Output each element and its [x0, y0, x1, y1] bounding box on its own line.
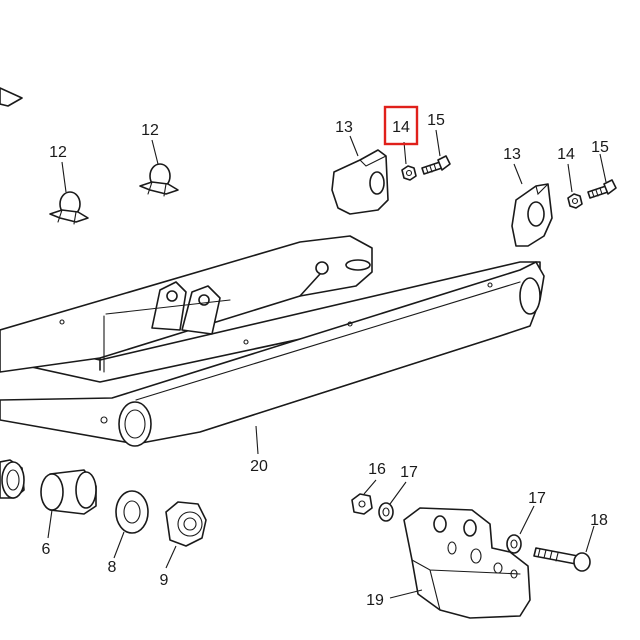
callout-19: 19 [366, 592, 384, 609]
callout-12-left: 12 [49, 144, 67, 161]
highlight-box-14 [383, 105, 419, 146]
callout-13-right: 13 [503, 146, 521, 163]
callout-15-left: 15 [427, 112, 445, 129]
swingarm-20[interactable] [0, 235, 545, 447]
callout-9: 9 [160, 572, 169, 589]
callout-17-left: 17 [400, 464, 418, 481]
chain-guide-19[interactable] [403, 507, 531, 619]
chain-adjuster-13-left[interactable] [331, 149, 389, 215]
washer-8[interactable] [115, 490, 149, 534]
clip-12-right[interactable] [139, 163, 179, 197]
chain-adjuster-13-right[interactable] [511, 183, 553, 247]
callout-17-right: 17 [528, 490, 546, 507]
callout-8: 8 [108, 559, 117, 576]
callout-6: 6 [42, 541, 51, 558]
callout-14-right: 14 [557, 146, 575, 163]
partial-part-top-left [0, 87, 23, 107]
callout-15-right: 15 [591, 139, 609, 156]
spacer-6[interactable] [40, 469, 97, 515]
callout-labels: 12 12 13 14 15 13 14 15 20 16 17 17 18 1… [42, 112, 609, 609]
nut-14-left[interactable] [401, 165, 417, 181]
bolt-15-left[interactable] [421, 155, 451, 175]
washer-17-right[interactable] [506, 534, 522, 554]
bushing-partial-left[interactable] [0, 459, 25, 499]
leader-lines [47, 129, 607, 599]
callout-12-right: 12 [141, 122, 159, 139]
nut-9[interactable] [165, 501, 207, 547]
nut-14-right[interactable] [567, 193, 583, 209]
callout-20: 20 [250, 458, 268, 475]
callout-14-left: 14 [392, 119, 410, 136]
callout-16: 16 [368, 461, 386, 478]
callout-13-left: 13 [335, 119, 353, 136]
nut-16[interactable] [351, 493, 373, 515]
washer-17-left[interactable] [378, 502, 394, 522]
clip-12-left[interactable] [49, 191, 89, 225]
bolt-18[interactable] [533, 547, 591, 572]
bolt-15-right[interactable] [587, 179, 617, 199]
callout-18: 18 [590, 512, 608, 529]
